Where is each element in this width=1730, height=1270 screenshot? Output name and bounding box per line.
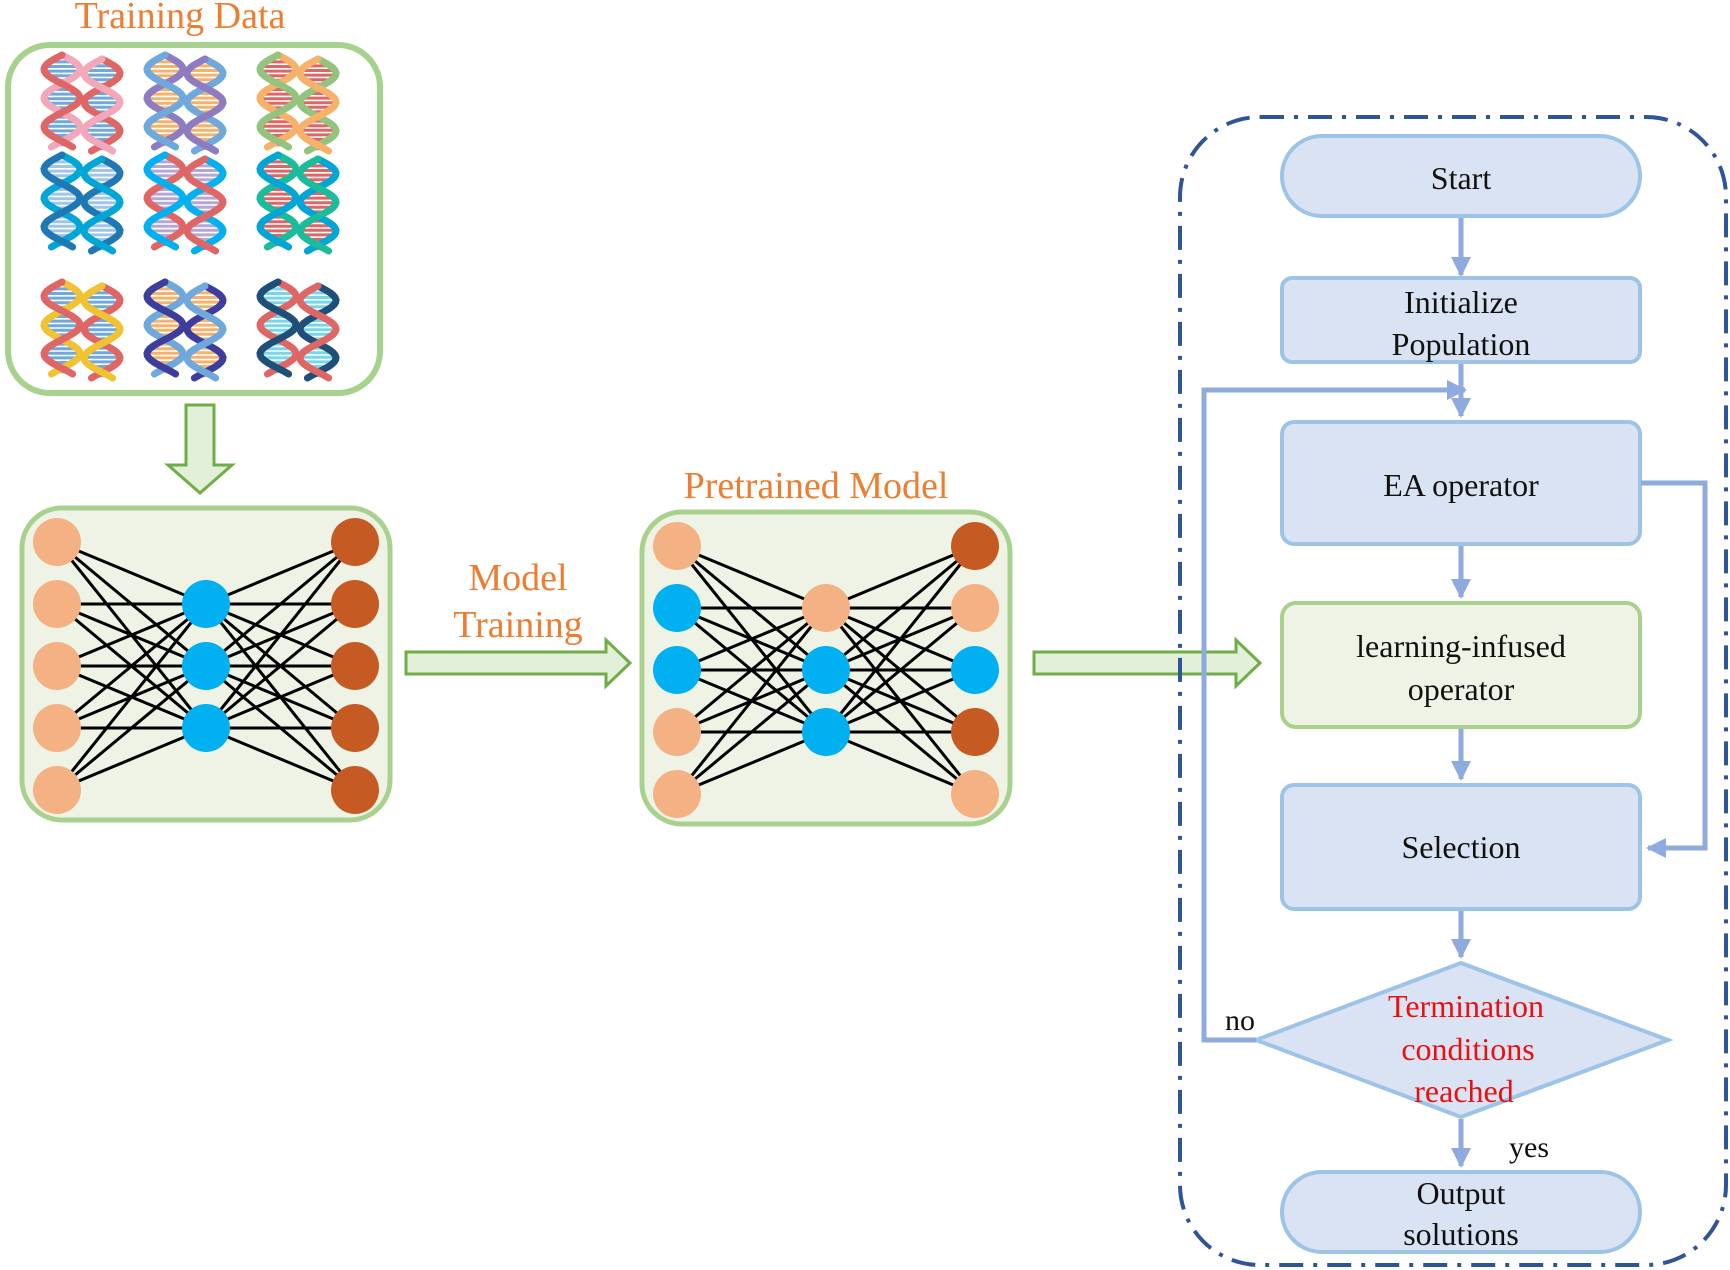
hidden-neuron: [182, 580, 230, 628]
output-neuron: [331, 580, 379, 628]
input-neuron: [653, 708, 701, 756]
output-label-line2: solutions: [1403, 1216, 1519, 1252]
input-neuron: [33, 580, 81, 628]
input-neuron: [33, 704, 81, 752]
model-training-label-line1: Model: [468, 557, 567, 599]
selection-node: [1280, 783, 1642, 911]
output-neuron: [331, 704, 379, 752]
learning-operator-label-line1: learning-infused: [1356, 628, 1566, 664]
dna-helix-icon: [40, 151, 84, 251]
hidden-neuron: [802, 584, 850, 632]
right-arrow-icon: [1032, 636, 1263, 690]
output-neuron: [331, 766, 379, 814]
learning-operator-label-line2: operator: [1408, 671, 1515, 707]
initialize-population-node: [1280, 276, 1642, 364]
dna-helix-icon: [296, 55, 340, 155]
selection-label: Selection: [1401, 829, 1520, 865]
ea-operator-node: [1280, 420, 1642, 546]
dna-helix-icon: [183, 155, 227, 255]
hidden-neuron: [802, 708, 850, 756]
initialize-label-line2: Population: [1392, 326, 1531, 362]
pretrained-network: [653, 522, 999, 818]
output-neuron: [951, 770, 999, 818]
flowchart-boundary: [1178, 115, 1728, 1267]
termination-decision-node: [1250, 960, 1674, 1120]
bypass-arrow: [1641, 480, 1708, 858]
dna-helix-icon: [256, 151, 300, 251]
pretrained-model-title: Pretrained Model: [684, 465, 949, 507]
start-node: [1280, 134, 1642, 218]
initialize-label-line1: Initialize: [1404, 284, 1518, 320]
input-neuron: [653, 522, 701, 570]
dna-helix-icon: [80, 155, 124, 255]
start-label: Start: [1431, 160, 1492, 196]
dna-grid: [40, 51, 340, 382]
yes-label: yes: [1509, 1131, 1549, 1164]
output-solutions-node: [1280, 1170, 1642, 1254]
dna-helix-icon: [183, 282, 227, 382]
output-neuron: [951, 522, 999, 570]
network-edges: [675, 544, 977, 796]
learning-infused-operator-node: [1280, 601, 1642, 729]
termination-label-line1: Termination: [1388, 988, 1544, 1024]
dna-helix-icon: [183, 55, 227, 155]
no-loop-arrow: [1201, 380, 1467, 1043]
network-edges: [55, 540, 357, 792]
output-label-line1: Output: [1417, 1175, 1506, 1211]
dna-helix-icon: [80, 55, 124, 155]
hidden-neuron: [802, 646, 850, 694]
dna-helix-icon: [296, 282, 340, 382]
dna-helix-icon: [143, 278, 187, 378]
input-neuron: [653, 770, 701, 818]
output-neuron: [951, 646, 999, 694]
dna-helix-icon: [296, 155, 340, 255]
input-neuron: [33, 766, 81, 814]
dna-helix-icon: [256, 278, 300, 378]
no-label: no: [1225, 1004, 1255, 1037]
dna-helix-icon: [40, 51, 84, 151]
input-neuron: [33, 518, 81, 566]
dna-helix-icon: [143, 151, 187, 251]
dna-helix-icon: [40, 278, 84, 378]
termination-label-line2: conditions: [1401, 1031, 1534, 1067]
input-neuron: [653, 584, 701, 632]
ea-operator-label: EA operator: [1383, 467, 1539, 503]
output-neuron: [951, 708, 999, 756]
input-neuron: [33, 642, 81, 690]
termination-label-line3: reached: [1414, 1073, 1513, 1109]
untrained-network: [33, 518, 379, 814]
output-neuron: [331, 518, 379, 566]
dna-helix-icon: [80, 282, 124, 382]
hidden-neuron: [182, 704, 230, 752]
dna-helix-icon: [256, 51, 300, 151]
model-training-label-line2: Training: [453, 604, 583, 646]
dna-helix-icon: [143, 51, 187, 151]
right-arrow-icon: [404, 636, 633, 690]
hidden-neuron: [182, 642, 230, 690]
output-neuron: [331, 642, 379, 690]
input-neuron: [653, 646, 701, 694]
output-neuron: [951, 584, 999, 632]
training-data-title: Training Data: [75, 0, 286, 37]
down-arrow-icon: [164, 403, 236, 495]
